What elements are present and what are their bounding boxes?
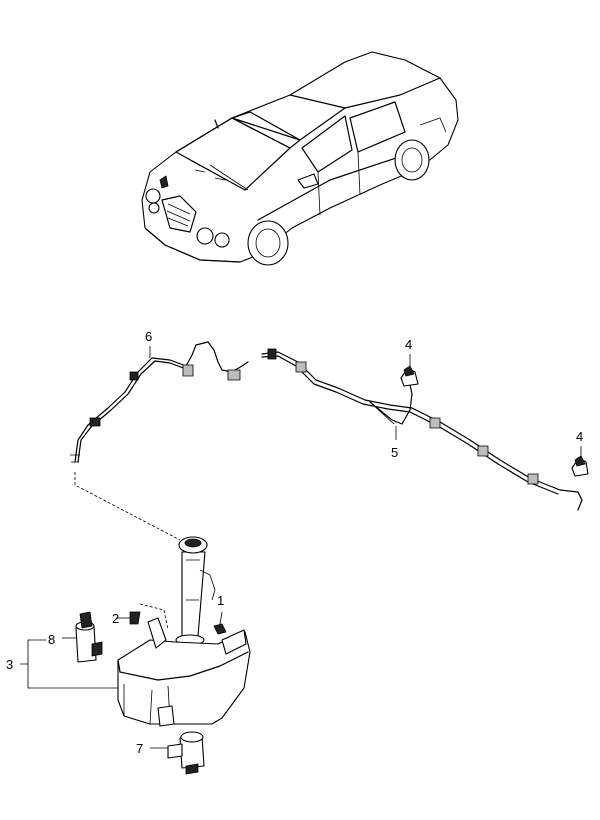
callout-5: 5: [391, 445, 399, 460]
washer-nozzle-upper: [400, 365, 419, 387]
washer-nozzle-lower: [571, 455, 589, 477]
washer-hose-5: [261, 348, 583, 511]
bolt-1: [213, 611, 227, 635]
washer-pump-7: [150, 731, 205, 775]
callout-8: 8: [48, 632, 56, 647]
callout-2: 2: [112, 611, 120, 626]
washer-hose-6: [70, 341, 249, 463]
vehicle-illustration: [141, 51, 459, 266]
grommet-2: [116, 603, 169, 631]
washer-pump-8: [62, 611, 103, 663]
callout-6: 6: [145, 329, 153, 344]
callout-7: 7: [136, 741, 144, 756]
callout-4-lower: 4: [576, 429, 584, 444]
callout-4-upper: 4: [405, 337, 413, 352]
washer-reservoir: [117, 536, 251, 727]
callout-3: 3: [6, 657, 14, 672]
callout-1: 1: [217, 593, 225, 608]
